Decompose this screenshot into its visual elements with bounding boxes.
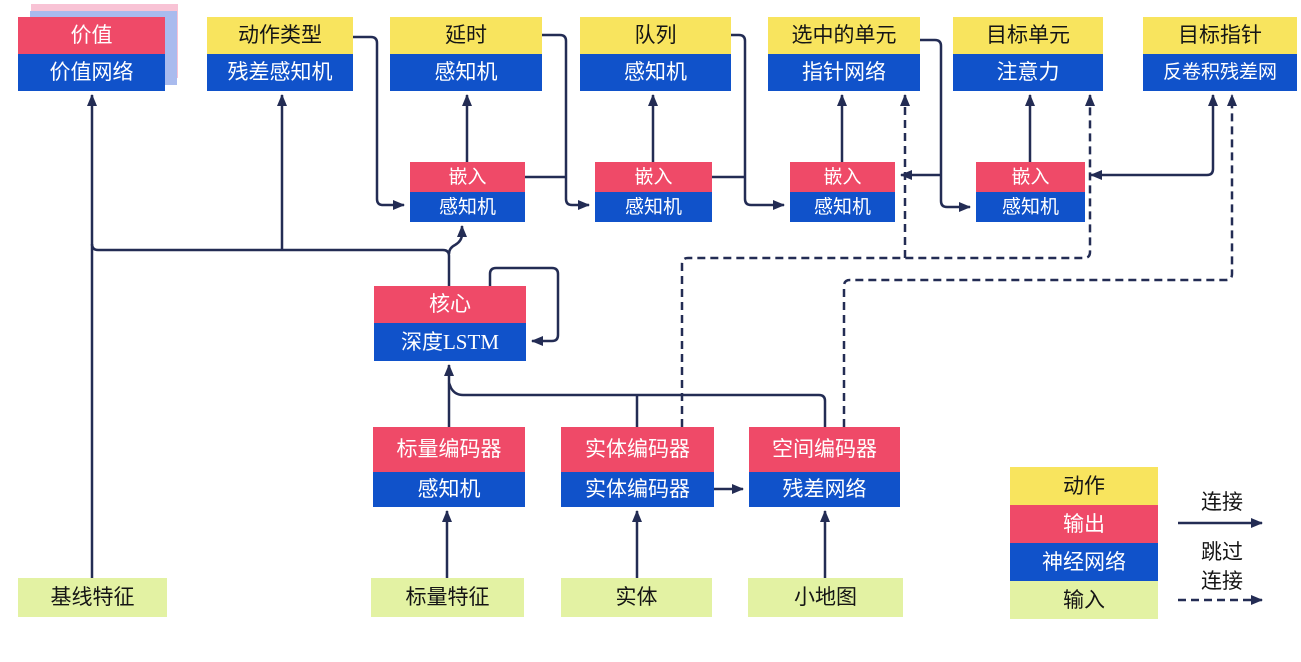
- spatial-encoder-network-label: 残差网络: [749, 472, 900, 507]
- spatial-encoder-label: 空间编码器: [749, 427, 900, 472]
- embed-2-output-label: 嵌入: [595, 162, 712, 192]
- target-unit-label: 目标单元: [953, 17, 1103, 54]
- legend-input-label: 输入: [1010, 581, 1158, 619]
- embed-1-network-label: 感知机: [410, 192, 525, 222]
- delay-network-label: 感知机: [390, 54, 542, 91]
- node-selected-units: 选中的单元 指针网络: [768, 17, 920, 91]
- node-entity-encoder: 实体编码器 实体编码器: [561, 427, 714, 507]
- queue-network-label: 感知机: [580, 54, 731, 91]
- target-point-label: 目标指针: [1143, 17, 1297, 54]
- embed-3-network-label: 感知机: [790, 192, 895, 222]
- node-scalar-features: 标量特征: [371, 578, 524, 617]
- target-point-network-label: 反卷积残差网: [1143, 54, 1297, 91]
- node-queue: 队列 感知机: [580, 17, 731, 91]
- value-output-label: 价值: [18, 17, 165, 54]
- legend-skip-label-line1: 跳过: [1201, 540, 1243, 564]
- node-core: 核心 深度LSTM: [374, 286, 526, 361]
- skip-connections: [680, 94, 1263, 605]
- entity-encoder-label: 实体编码器: [561, 427, 714, 472]
- target-unit-network-label: 注意力: [953, 54, 1103, 91]
- selected-units-network-label: 指针网络: [768, 54, 920, 91]
- node-scalar-encoder: 标量编码器 感知机: [373, 427, 525, 507]
- node-delay: 延时 感知机: [390, 17, 542, 91]
- minimap-label: 小地图: [748, 578, 903, 617]
- legend-network-label: 神经网络: [1010, 543, 1158, 581]
- legend-solid-connection-label: 连接: [1201, 490, 1243, 514]
- node-baseline-features: 基线特征: [18, 578, 167, 617]
- node-spatial-encoder: 空间编码器 残差网络: [749, 427, 900, 507]
- core-network-label: 深度LSTM: [374, 323, 526, 361]
- legend-skip-label-line2: 连接: [1201, 569, 1243, 593]
- node-embed-3: 嵌入 感知机: [790, 162, 895, 222]
- action-type-network-label: 残差感知机: [207, 54, 353, 91]
- node-target-point: 目标指针 反卷积残差网: [1143, 17, 1297, 91]
- baseline-features-label: 基线特征: [18, 578, 167, 617]
- scalar-encoder-network-label: 感知机: [373, 472, 525, 507]
- embed-3-output-label: 嵌入: [790, 162, 895, 192]
- node-minimap: 小地图: [748, 578, 903, 617]
- queue-label: 队列: [580, 17, 731, 54]
- embed-1-output-label: 嵌入: [410, 162, 525, 192]
- delay-label: 延时: [390, 17, 542, 54]
- node-value: 价值 价值网络: [18, 4, 178, 91]
- entity-encoder-network-label: 实体编码器: [561, 472, 714, 507]
- core-output-label: 核心: [374, 286, 526, 323]
- scalar-features-label: 标量特征: [371, 578, 524, 617]
- node-embed-2: 嵌入 感知机: [595, 162, 712, 222]
- scalar-encoder-label: 标量编码器: [373, 427, 525, 472]
- selected-units-label: 选中的单元: [768, 17, 920, 54]
- node-target-unit: 目标单元 注意力: [953, 17, 1103, 91]
- node-action-type: 动作类型 残差感知机: [207, 17, 353, 91]
- node-embed-1: 嵌入 感知机: [410, 162, 525, 222]
- embed-4-output-label: 嵌入: [976, 162, 1085, 192]
- action-type-label: 动作类型: [207, 17, 353, 54]
- legend-output-label: 输出: [1010, 505, 1158, 543]
- entities-label: 实体: [561, 578, 712, 617]
- legend-action-label: 动作: [1010, 467, 1158, 505]
- node-embed-4: 嵌入 感知机: [976, 162, 1085, 222]
- legend-color-key: 动作 输出 神经网络 输入: [1010, 467, 1158, 619]
- embed-4-network-label: 感知机: [976, 192, 1085, 222]
- value-network-label: 价值网络: [18, 54, 165, 91]
- node-entities: 实体: [561, 578, 712, 617]
- embed-2-network-label: 感知机: [595, 192, 712, 222]
